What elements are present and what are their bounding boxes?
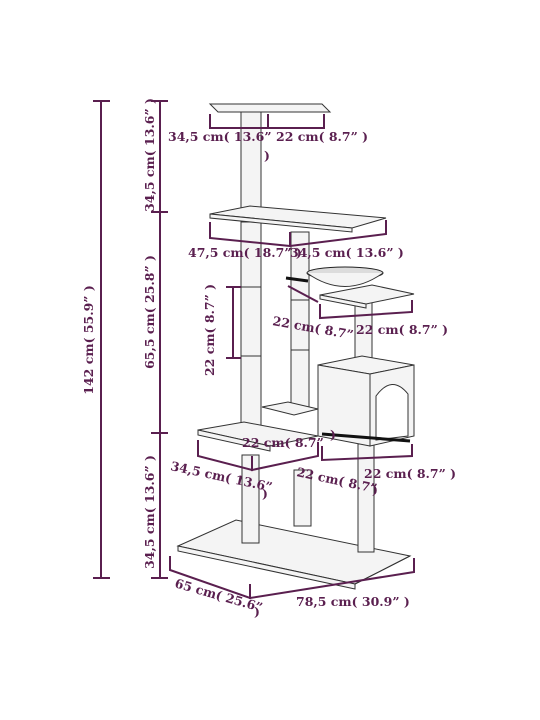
top-depth-line bbox=[267, 114, 325, 129]
top-platform-close-label: ) bbox=[264, 148, 270, 163]
second-platform-width-label: 47,5 cm( 18.7” ) bbox=[188, 245, 302, 260]
small-platform bbox=[261, 401, 319, 416]
dimension-lines bbox=[93, 100, 415, 600]
right-platform-edge bbox=[319, 294, 367, 309]
house-width-label: 22 cm( 8.7” ) bbox=[364, 466, 456, 481]
right-depth-line bbox=[319, 300, 413, 320]
post-right-lower bbox=[357, 443, 375, 553]
total-height-label: 142 cm( 55.9” ) bbox=[81, 285, 96, 394]
lower-platform-depth-label: 22 cm( 8.7” bbox=[242, 435, 324, 450]
base-depth-close-label: ) bbox=[254, 604, 260, 619]
second-platform-edge bbox=[209, 213, 353, 233]
hammock-bowl bbox=[306, 272, 384, 287]
lower-platform-close-label: ) bbox=[330, 427, 336, 442]
house-door bbox=[375, 384, 409, 441]
middle-section-height-label: 65,5 cm( 25.8” ) bbox=[142, 255, 157, 369]
top-section-height-label: 34,5 cm( 13.6” ) bbox=[142, 98, 157, 212]
hammock-strap bbox=[285, 276, 309, 283]
right-platform-depth-label: 22 cm( 8.7” ) bbox=[356, 322, 448, 337]
bottom-section-height-label: 34,5 cm( 13.6” ) bbox=[142, 455, 157, 569]
cat-tree bbox=[176, 103, 415, 590]
house-base-strap bbox=[321, 432, 411, 443]
base-board-edge bbox=[177, 545, 356, 590]
base-width-line bbox=[249, 558, 415, 600]
lower-mid-close-label: ) bbox=[372, 482, 378, 497]
top-platform bbox=[208, 103, 332, 113]
top-platform-width-label: 34,5 cm( 13.6” bbox=[168, 129, 272, 144]
post-height-label: 22 cm( 8.7” ) bbox=[202, 284, 217, 376]
lower-left-close-label: ) bbox=[262, 486, 268, 501]
hammock-depth-line bbox=[287, 285, 319, 303]
post-center-lower bbox=[293, 469, 312, 527]
base-width-label: 78,5 cm( 30.9” ) bbox=[296, 594, 410, 609]
lower-left-platform-edge bbox=[197, 429, 271, 452]
lower-mid-line bbox=[251, 442, 319, 472]
house-width-line bbox=[321, 444, 413, 462]
post-left-lower bbox=[241, 454, 260, 544]
second-platform-depth-label: 34,5 cm( 13.6” ) bbox=[290, 245, 404, 260]
second-depth-line bbox=[289, 220, 387, 248]
top-platform-depth-label: 22 cm( 8.7” ) bbox=[276, 129, 368, 144]
